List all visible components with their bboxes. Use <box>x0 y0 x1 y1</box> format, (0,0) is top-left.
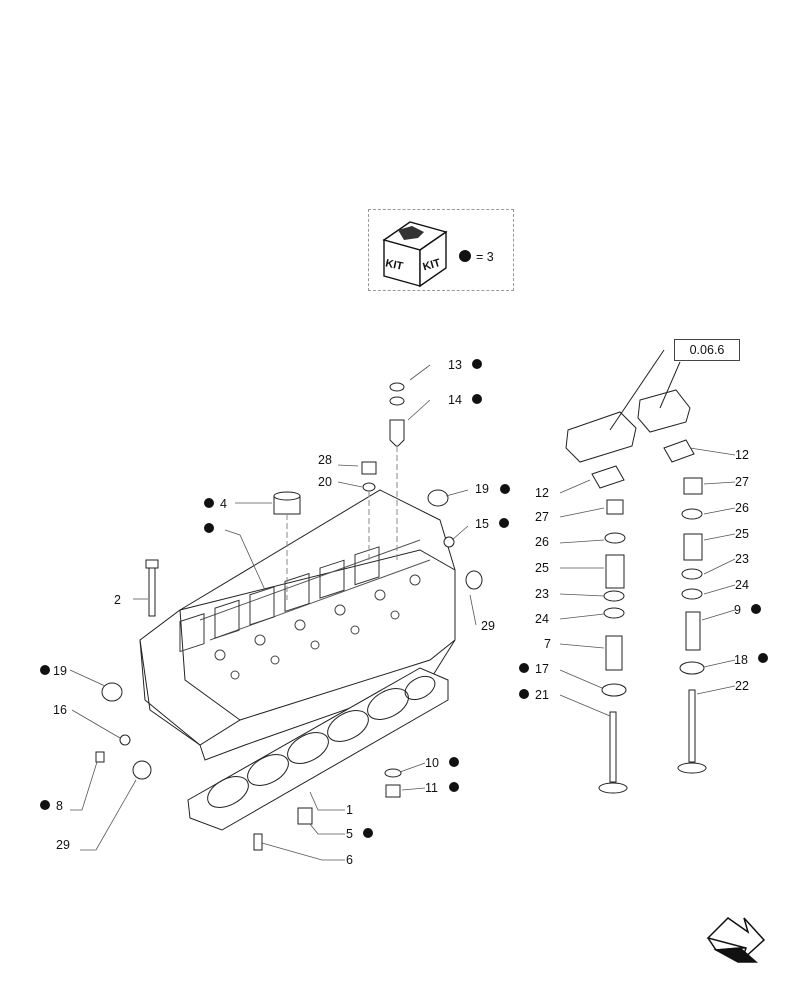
callout-12-left: 12 <box>535 486 549 500</box>
kit-legend-box <box>368 209 514 291</box>
kit-dot <box>204 498 214 508</box>
valve-train-drawing <box>565 349 707 794</box>
callout-6: 6 <box>346 853 353 867</box>
next-page-arrow-icon[interactable] <box>706 917 766 963</box>
callout-24-left: 24 <box>535 612 549 626</box>
kit-dot <box>751 604 761 614</box>
kit-word-left: KIT <box>384 257 404 272</box>
callout-14: 14 <box>448 393 462 407</box>
callout-27-left: 27 <box>535 510 549 524</box>
callout-7: 7 <box>544 637 551 651</box>
kit-dot <box>204 523 214 533</box>
callout-24-right: 24 <box>735 578 749 592</box>
head-gasket-drawing <box>187 667 449 831</box>
callout-16: 16 <box>53 703 67 717</box>
kit-box-icon: KIT KIT <box>382 221 448 288</box>
callout-11: 11 <box>425 781 438 795</box>
callout-29-left: 29 <box>56 838 70 852</box>
callout-2: 2 <box>114 593 121 607</box>
callout-29-right: 29 <box>481 619 495 633</box>
callout-19-right: 19 <box>475 482 489 496</box>
callout-8: 8 <box>56 799 63 813</box>
callout-19-left: 19 <box>53 664 67 678</box>
reference-box[interactable]: 0.06.6 <box>674 339 740 361</box>
callout-23-right: 23 <box>735 552 749 566</box>
kit-legend-text: = 3 <box>476 250 494 264</box>
callout-labels: 1 2 4 5 6 7 8 9 10 11 12 12 13 14 15 16 … <box>40 358 768 867</box>
callout-26-right: 26 <box>735 501 749 515</box>
callout-12-right: 12 <box>735 448 749 462</box>
cylinder-head-drawing <box>139 489 456 761</box>
callout-10: 10 <box>425 756 439 770</box>
callout-25-right: 25 <box>735 527 749 541</box>
callout-27-right: 27 <box>735 475 749 489</box>
kit-dot <box>40 800 50 810</box>
callout-15: 15 <box>475 517 489 531</box>
callout-21: 21 <box>535 688 549 702</box>
callout-1: 1 <box>346 803 353 817</box>
kit-legend-dot <box>459 250 471 262</box>
kit-dot <box>40 665 50 675</box>
callout-20: 20 <box>318 475 332 489</box>
callout-4: 4 <box>220 497 227 511</box>
callout-25-left: 25 <box>535 561 549 575</box>
callout-22: 22 <box>735 679 749 693</box>
kit-dot <box>500 484 510 494</box>
kit-dot <box>472 394 482 404</box>
callout-28: 28 <box>318 453 332 467</box>
kit-dot <box>499 518 509 528</box>
callout-13: 13 <box>448 358 462 372</box>
leader-lines <box>69 364 736 861</box>
callout-18: 18 <box>734 653 748 667</box>
kit-dot <box>363 828 373 838</box>
kit-dot <box>472 359 482 369</box>
kit-word-right: KIT <box>422 257 443 273</box>
kit-dot <box>449 782 459 792</box>
kit-dot <box>519 689 529 699</box>
kit-dot <box>449 757 459 767</box>
callout-9: 9 <box>734 603 741 617</box>
kit-dot <box>519 663 529 673</box>
callout-5: 5 <box>346 827 353 841</box>
callout-23-left: 23 <box>535 587 549 601</box>
kit-dot <box>758 653 768 663</box>
small-parts-drawing <box>95 382 483 851</box>
callout-17: 17 <box>535 662 549 676</box>
callout-26-left: 26 <box>535 535 549 549</box>
